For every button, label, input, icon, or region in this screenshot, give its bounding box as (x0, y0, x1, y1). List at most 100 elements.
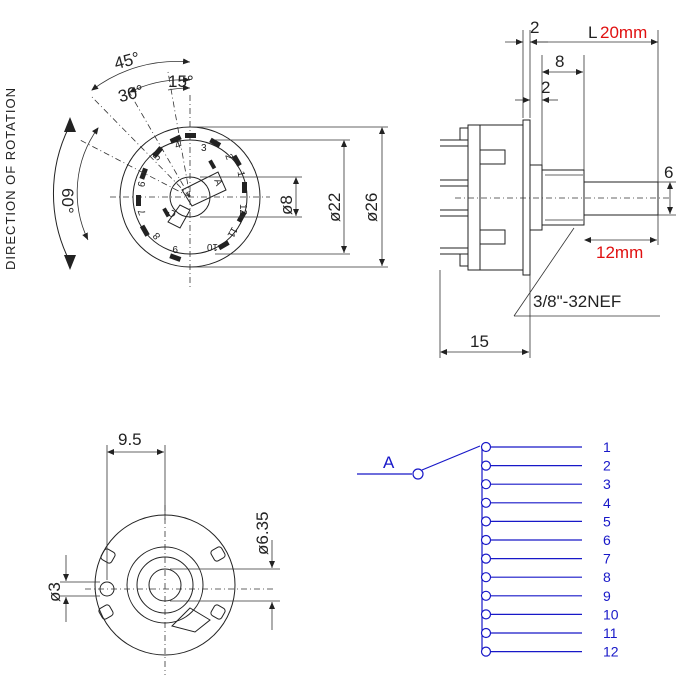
contact-slots (136, 133, 247, 262)
ray-30 (127, 89, 191, 198)
contact-slot (169, 253, 182, 262)
arc-60 (76, 127, 99, 241)
contact-number-9: 9 (172, 243, 178, 254)
contact-slot (231, 154, 242, 167)
l20-label: 20mm (600, 23, 647, 42)
back-view: 9.5 ø6.35 ø3 (45, 430, 280, 675)
contact-number-11: 11 (224, 225, 239, 240)
side-thread (541, 169, 585, 226)
contact-number-2: 2 (222, 152, 234, 161)
rotation-arc (52, 124, 71, 263)
arc-45 (91, 58, 191, 91)
contact-letter-a: A (211, 177, 224, 187)
contact-letter-c: C (166, 207, 179, 219)
angle-15-label: 15° (168, 72, 194, 91)
l12-label: 12mm (596, 243, 643, 262)
terminal-7 (480, 553, 492, 564)
terminal-9 (480, 590, 492, 601)
rotation-arrow-up (64, 117, 76, 132)
wiper-arm (421, 445, 481, 471)
terminal-number-5: 5 (603, 513, 611, 529)
thread-leader (513, 227, 575, 317)
terminal-number-10: 10 (603, 606, 619, 622)
back-stop-tab (171, 607, 211, 633)
terminal-12 (480, 646, 492, 657)
d6-label: 6 (664, 163, 673, 182)
w2b-label: 2 (541, 78, 550, 97)
contact-number-4: 4 (173, 139, 182, 151)
contact-number-1: 1 (235, 170, 247, 178)
mount-hole (100, 548, 116, 564)
common-terminal (412, 468, 424, 480)
contact-slot (152, 146, 164, 158)
terminal-2 (480, 460, 492, 471)
w8-label: 8 (555, 52, 564, 71)
terminal-5 (480, 516, 492, 527)
contact-slot (162, 207, 171, 218)
contact-slot (139, 167, 148, 180)
terminal-number-11: 11 (603, 625, 618, 641)
thread-label: 3/8"-32NEF (533, 292, 621, 311)
terminal-4 (480, 497, 492, 508)
rotor-arm (181, 171, 227, 207)
terminal-number-2: 2 (603, 458, 611, 474)
terminal-number-4: 4 (603, 495, 611, 511)
contact-number-10: 10 (206, 241, 218, 252)
ray-45 (89, 94, 191, 198)
terminal-number-6: 6 (603, 532, 611, 548)
terminal-6 (480, 534, 492, 546)
mount-hole (210, 604, 226, 620)
terminal-11 (480, 627, 492, 639)
contact-number-8: 8 (151, 230, 163, 242)
l20-prefix: L (588, 23, 597, 42)
side-bushing-base (529, 164, 543, 231)
rotation-direction-label: DIRECTION OF ROTATION (3, 87, 18, 270)
d8-label: ø8 (277, 195, 296, 215)
ray-60 (79, 139, 191, 198)
side-body (467, 124, 524, 271)
terminal-number-9: 9 (603, 588, 611, 604)
angle-60-label: 60° (58, 188, 77, 214)
contact-number-3: 3 (201, 143, 207, 154)
arc-15 (167, 84, 191, 91)
w2-label: 2 (530, 18, 539, 37)
side-mounting-plate (522, 119, 531, 276)
d26-label: ø26 (362, 193, 381, 222)
angle-45-label: 45° (112, 48, 142, 73)
angle-30-label: 30° (116, 81, 146, 106)
contact-slot (169, 134, 182, 144)
d635-label: ø6.35 (253, 512, 272, 555)
d3-label: ø3 (45, 582, 64, 602)
rotor-tab (167, 204, 191, 229)
contact-slot (209, 137, 222, 148)
terminal-1 (480, 441, 492, 453)
terminal-8 (480, 572, 492, 583)
common-label: A (383, 453, 395, 472)
mount-hole (98, 604, 114, 620)
rotation-arrow-down (64, 255, 76, 270)
arc-30 (129, 76, 191, 93)
side-pins (440, 127, 506, 267)
side-view: 2 L 20mm 8 2 6 12mm 3/8"-32NEF 15 (439, 18, 676, 358)
front-view: DIRECTION OF ROTATION (3, 48, 388, 290)
terminal-number-1: 1 (603, 439, 611, 455)
terminal-number-8: 8 (603, 569, 611, 585)
contact-number-6: 6 (137, 180, 149, 188)
contact-number-7: 7 (136, 207, 148, 216)
mount-hole (210, 546, 226, 562)
contact-slot (139, 224, 150, 237)
contact-slot (208, 159, 217, 170)
contact-slot (136, 195, 141, 206)
contact-number-12: 12 (237, 204, 248, 216)
d22-label: ø22 (325, 193, 344, 222)
contact-slot (217, 240, 230, 251)
terminal-number-12: 12 (603, 644, 619, 660)
contact-number-5: 5 (151, 151, 163, 163)
ray-15 (167, 71, 191, 198)
contact-slot (242, 182, 247, 193)
terminal-10 (480, 609, 492, 620)
side-shaft (583, 181, 659, 216)
